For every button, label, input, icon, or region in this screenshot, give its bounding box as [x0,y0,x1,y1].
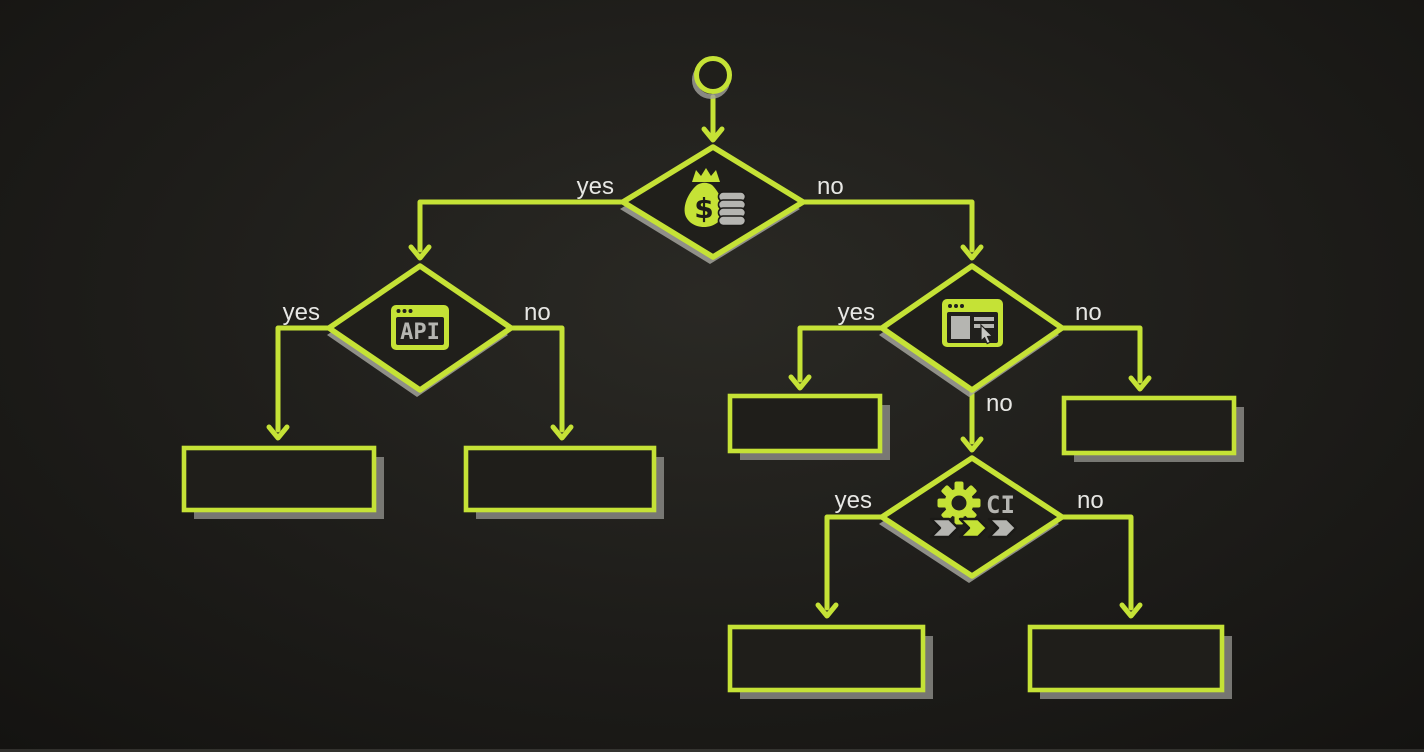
arrowhead-start-to-cost [701,126,725,143]
money-bag-tie [692,168,720,182]
pipeline-chevrons-icon [929,517,1018,539]
arrowhead-cost-no [960,244,984,261]
bottom-edge-strip [0,749,1424,752]
outcome-box [727,393,883,454]
outcome-boxes [181,393,1244,699]
browser-window-icon [942,299,1003,347]
edge-ci-yes [824,514,887,611]
outcome-box [1027,624,1225,693]
start-node [692,56,732,99]
outcome-api-no [463,445,664,519]
arrowhead-browser-down-no [960,436,984,453]
money-symbol: $ [694,192,713,225]
outcome-box [463,445,657,513]
edge-label-cost-yes: yes [577,173,614,200]
money-bag-body [684,182,724,227]
decision-ci: CI yes no [835,455,1104,583]
outcome-browser-yes [727,393,890,460]
arrowhead-cost-yes [408,244,432,261]
coin-stack-icon [717,191,747,227]
outcome-box [1061,395,1237,456]
decision-cost: $ yes no [577,144,844,264]
gear-icon [937,481,981,525]
browser-text-line-1 [974,317,994,321]
edge-ci-no [1057,514,1134,611]
edge-label-api-no: no [524,299,551,326]
arrowhead-browser-no [1128,375,1152,392]
edge-label-browser-no: no [1075,299,1102,326]
edge-label-browser-yes: yes [838,299,875,326]
browser-text-line-2 [974,324,994,328]
edge-browser-yes [797,325,887,383]
edge-api-no [506,325,565,433]
edges [266,94,1152,619]
outcome-ci-yes [727,624,933,699]
arrowhead-ci-yes [815,602,839,619]
decision-browser: yes no no [838,263,1102,417]
api-window-label: API [400,320,440,345]
outcome-browser-no [1061,395,1244,462]
cursor-icon [980,323,994,345]
edge-label-cost-no: no [817,173,844,200]
edge-label-browser-down-no: no [986,390,1013,417]
arrowhead-ci-no [1119,602,1143,619]
edge-label-ci-no: no [1077,487,1104,514]
outcome-box [727,624,926,693]
money-bag-icon: $ [684,168,747,227]
decision-api: API yes no [283,263,551,397]
edge-cost-yes [417,199,626,253]
ci-label: CI [986,491,1015,519]
edge-api-yes [275,325,334,433]
edge-cost-no [800,199,975,253]
arrowhead-api-yes [266,424,290,441]
start-circle-icon [694,56,732,94]
edge-browser-no [1057,325,1143,384]
arrowhead-api-no [550,424,574,441]
edge-label-ci-yes: yes [835,487,872,514]
api-window-icon: API [391,305,449,350]
outcome-box [181,445,377,513]
ci-gear-pipeline-icon: CI [929,481,1018,539]
browser-content-block [951,316,970,339]
outcome-ci-no [1027,624,1232,699]
outcome-api-yes [181,445,384,519]
arrowhead-browser-yes [788,374,812,391]
edge-label-api-yes: yes [283,299,320,326]
